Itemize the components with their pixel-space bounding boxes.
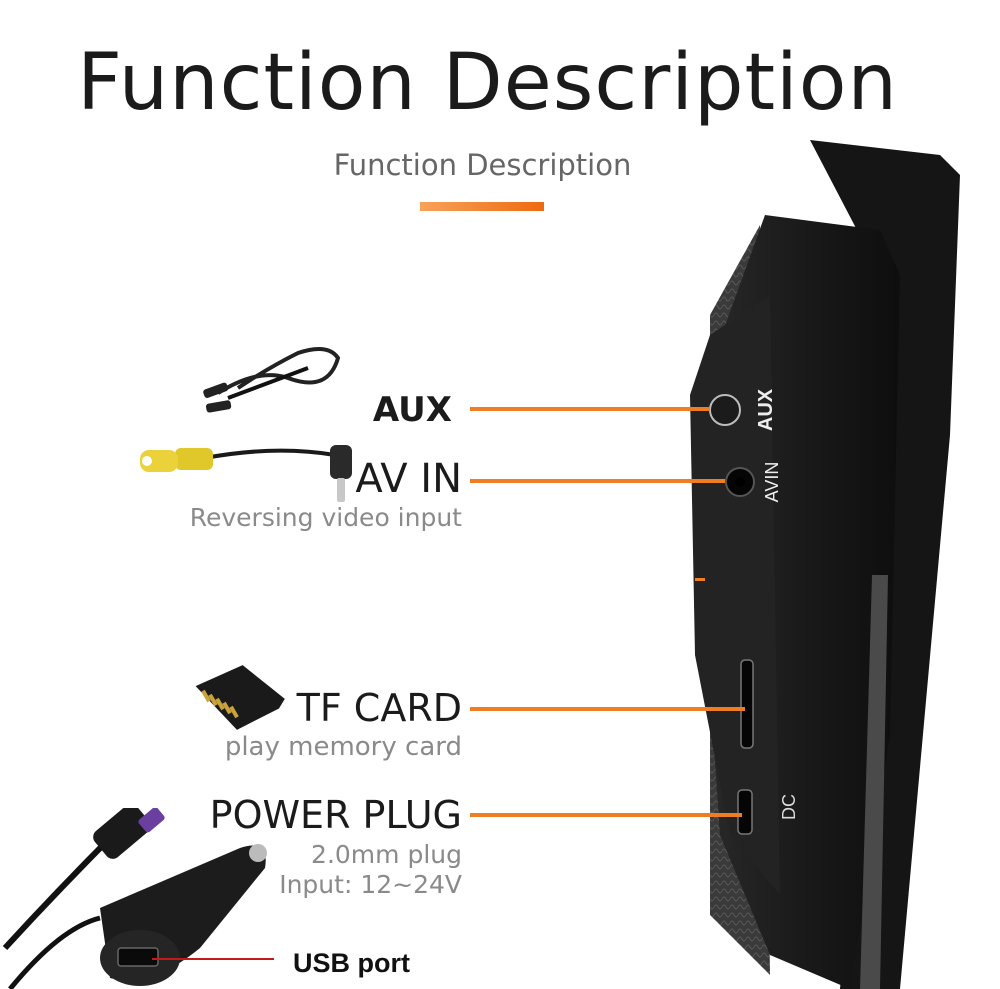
aux-leader-line xyxy=(470,407,710,411)
usb-port-label: USB port xyxy=(293,948,410,978)
power-plug-description-2: Input: 12~24V xyxy=(279,870,462,899)
aux-label: AUX xyxy=(372,390,452,430)
aux-port-label: AUX xyxy=(755,388,777,431)
av-in-description: Reversing video input xyxy=(189,503,462,532)
aux-cable-image xyxy=(203,347,341,413)
monitor-side-view: AUX AVIN DC xyxy=(690,140,960,989)
dc-port-label: DC xyxy=(779,794,799,820)
page-title: Function Description xyxy=(77,38,898,128)
rca-cable-image xyxy=(140,445,352,502)
accent-divider xyxy=(420,202,544,211)
page-subtitle: Function Description xyxy=(333,148,632,182)
tf-card-slot xyxy=(740,659,754,749)
screen-edge xyxy=(860,575,888,989)
power-plug-label: POWER PLUG xyxy=(209,793,462,837)
side-panel xyxy=(690,295,780,895)
car-charger-image xyxy=(2,808,267,989)
power-plug-leader-line xyxy=(470,813,742,817)
avin-port-label: AVIN xyxy=(762,462,782,503)
av-in-leader-line xyxy=(470,479,725,483)
power-plug-description-1: 2.0mm plug xyxy=(311,840,462,869)
aux-port xyxy=(709,394,741,426)
tf-card-leader-line xyxy=(470,707,745,711)
usb-socket xyxy=(117,947,159,967)
av-in-label: AV IN xyxy=(355,456,462,502)
status-led xyxy=(695,578,705,581)
dc-port xyxy=(737,789,753,835)
rca-connector xyxy=(175,448,213,470)
tf-card-label: TF CARD xyxy=(296,686,462,730)
tf-card-description: play memory card xyxy=(224,732,462,762)
tf-card-image xyxy=(195,665,285,730)
usb-leader-line xyxy=(152,958,274,960)
